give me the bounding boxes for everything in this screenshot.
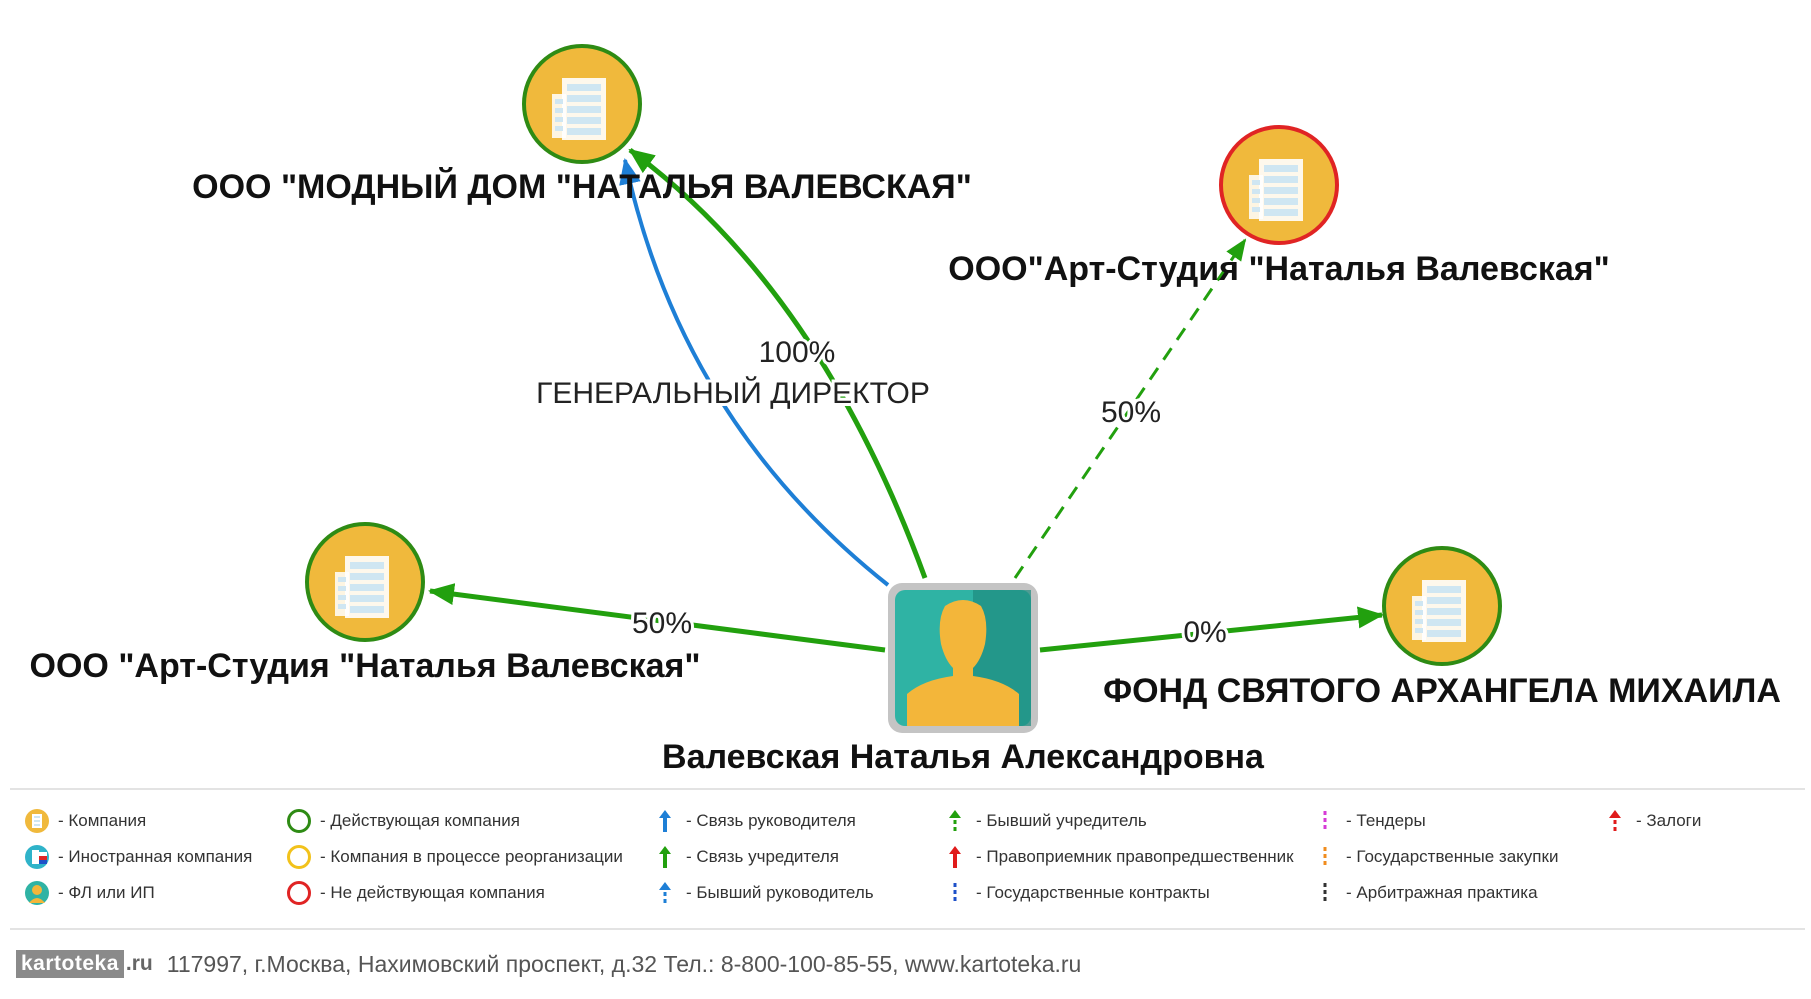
edge-label-art1: 50%	[1101, 396, 1161, 429]
footer-contact: 117997, г.Москва, Нахимовский проспект, …	[166, 950, 1082, 977]
legend-label: - Тендеры	[1346, 811, 1426, 830]
legend-label: - Бывший учредитель	[976, 811, 1147, 830]
yellow-ring-icon	[284, 842, 314, 872]
edge-founder-modny	[628, 147, 928, 579]
legend-label: - Бывший руководитель	[686, 883, 874, 902]
edge-label-100: 100%	[759, 336, 836, 369]
legend-label: - Компания	[58, 811, 147, 830]
legend-gov-contracts: - Государственные контракты	[940, 878, 1210, 908]
edge-director	[619, 158, 890, 587]
red-dashed-arrow-icon	[1600, 806, 1630, 836]
legend-gov-purchases: - Государственные закупки	[1310, 842, 1558, 872]
legend-label: - Связь руководителя	[686, 811, 856, 830]
legend-top-divider	[10, 788, 1805, 790]
legend-former-manager: - Бывший руководитель	[650, 878, 874, 908]
legend-company: - Компания	[22, 806, 146, 836]
edge-label-art2: 50%	[632, 607, 692, 640]
legend-person: - ФЛ или ИП	[22, 878, 155, 908]
legend-label: - Арбитражная практика	[1346, 883, 1538, 902]
blue-dotted-line-icon	[940, 878, 970, 908]
node-label: ФОНД СВЯТОГО АРХАНГЕЛА МИХАИЛА	[1103, 672, 1781, 710]
edge-label-director: ГЕНЕРАЛЬНЫЙ ДИРЕКТОР	[536, 376, 930, 410]
node-modny-dom[interactable]: ООО "МОДНЫЙ ДОМ "НАТАЛЬЯ ВАЛЕВСКАЯ"	[192, 44, 972, 206]
company-building-icon	[1219, 125, 1339, 245]
edge-founder-art2	[428, 583, 886, 653]
legend-arbitration: - Арбитражная практика	[1310, 878, 1538, 908]
blue-dashed-arrow-icon	[650, 878, 680, 908]
red-arrow-icon	[940, 842, 970, 872]
kartoteka-logo[interactable]: kartoteka .ru	[16, 950, 153, 978]
company-building-icon	[305, 522, 425, 642]
green-arrow-icon	[650, 842, 680, 872]
legend-active: - Действующая компания	[284, 806, 520, 836]
legend-foreign-company: - Иностранная компания	[22, 842, 252, 872]
legend-label: - Государственные контракты	[976, 883, 1210, 902]
node-label: ООО "Арт-Студия "Наталья Валевская"	[30, 647, 701, 685]
legend-tenders: - Тендеры	[1310, 806, 1426, 836]
edge-label-fond: 0%	[1183, 616, 1226, 649]
foreign-company-icon	[22, 842, 52, 872]
orange-dotted-line-icon	[1310, 842, 1340, 872]
black-dotted-line-icon	[1310, 878, 1340, 908]
red-ring-icon	[284, 878, 314, 908]
logo-tld: .ru	[125, 952, 153, 975]
legend-inactive: - Не действующая компания	[284, 878, 545, 908]
footer: kartoteka .ru 117997, г.Москва, Нахимовс…	[16, 950, 1081, 978]
blue-arrow-icon	[650, 806, 680, 836]
legend-reorganizing: - Компания в процессе реорганизации	[284, 842, 623, 872]
company-building-icon	[1382, 546, 1502, 666]
legend-former-founder: - Бывший учредитель	[940, 806, 1147, 836]
legend-successor: - Правоприемник правопредшественник	[940, 842, 1294, 872]
green-ring-icon	[284, 806, 314, 836]
legend-label: - ФЛ или ИП	[58, 883, 155, 902]
node-fond[interactable]: ФОНД СВЯТОГО АРХАНГЕЛА МИХАИЛА	[1103, 546, 1781, 710]
person-icon	[22, 878, 52, 908]
legend-founder-link: - Связь учредителя	[650, 842, 839, 872]
magenta-dotted-line-icon	[1310, 806, 1340, 836]
legend-label: - Правоприемник правопредшественник	[976, 847, 1294, 866]
node-label: ООО"Арт-Студия "Наталья Валевская"	[948, 250, 1610, 288]
legend-label: - Не действующая компания	[320, 883, 545, 902]
legend-label: - Действующая компания	[320, 811, 520, 830]
node-art-studia-1[interactable]: ООО"Арт-Студия "Наталья Валевская"	[948, 125, 1610, 288]
legend-manager-link: - Связь руководителя	[650, 806, 856, 836]
legend-label: - Связь учредителя	[686, 847, 839, 866]
node-label: Валевская Наталья Александровна	[662, 738, 1265, 776]
company-icon	[22, 806, 52, 836]
legend-label: - Компания в процессе реорганизации	[320, 847, 623, 866]
green-dashed-arrow-icon	[940, 806, 970, 836]
edge-former-founder-art1	[1013, 238, 1247, 579]
node-person[interactable]: Валевская Наталья Александровна	[662, 583, 1265, 776]
logo-main: kartoteka	[16, 950, 124, 978]
legend-label: - Государственные закупки	[1346, 847, 1559, 866]
company-building-icon	[522, 44, 642, 164]
person-avatar-icon	[888, 583, 1038, 733]
node-art-studia-2[interactable]: ООО "Арт-Студия "Наталья Валевская"	[30, 522, 701, 685]
legend-bottom-divider	[10, 928, 1805, 930]
legend-label: - Залоги	[1636, 811, 1702, 830]
legend-label: - Иностранная компания	[58, 847, 253, 866]
edge-founder-fond	[1039, 606, 1384, 653]
legend-pledges: - Залоги	[1600, 806, 1701, 836]
node-label: ООО "МОДНЫЙ ДОМ "НАТАЛЬЯ ВАЛЕВСКАЯ"	[192, 167, 972, 206]
